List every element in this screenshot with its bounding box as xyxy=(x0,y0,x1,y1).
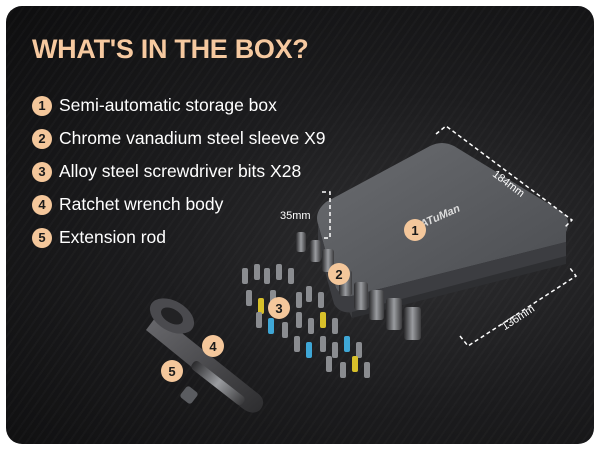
callout-5: 5 xyxy=(161,360,183,382)
number-badge: 1 xyxy=(32,95,52,116)
number-badge: 5 xyxy=(32,227,52,248)
item-label: Chrome vanadium steel sleeve X9 xyxy=(59,128,326,148)
bit-set xyxy=(242,264,370,378)
ratchet-wrench xyxy=(146,298,264,413)
item-label: Ratchet wrench body xyxy=(59,194,224,214)
list-item: 4 Ratchet wrench body xyxy=(32,192,326,217)
callout-4: 4 xyxy=(202,335,224,357)
dimension-height: 35mm xyxy=(280,210,311,222)
number-badge: 3 xyxy=(32,161,52,182)
product-panel: WHAT'S IN THE BOX? 1 Semi-automatic stor… xyxy=(6,6,594,444)
list-item: 5 Extension rod xyxy=(32,225,326,250)
number-badge: 4 xyxy=(32,194,52,215)
dimension-lines xyxy=(322,125,578,347)
list-item: 1 Semi-automatic storage box xyxy=(32,93,326,118)
list-item: 2 Chrome vanadium steel sleeve X9 xyxy=(32,126,326,151)
item-label: Alloy steel screwdriver bits X28 xyxy=(59,161,302,181)
list-item: 3 Alloy steel screwdriver bits X28 xyxy=(32,159,326,184)
item-label: Extension rod xyxy=(59,227,167,247)
page-title: WHAT'S IN THE BOX? xyxy=(32,34,309,64)
callout-2: 2 xyxy=(328,263,350,285)
product-illustration: ATuMan xyxy=(146,125,578,413)
callout-3: 3 xyxy=(268,297,290,319)
number-badge: 2 xyxy=(32,128,52,149)
extension-rod xyxy=(180,360,245,406)
callout-1: 1 xyxy=(404,219,426,241)
item-label: Semi-automatic storage box xyxy=(59,95,277,115)
contents-list: 1 Semi-automatic storage box 2 Chrome va… xyxy=(32,93,326,258)
